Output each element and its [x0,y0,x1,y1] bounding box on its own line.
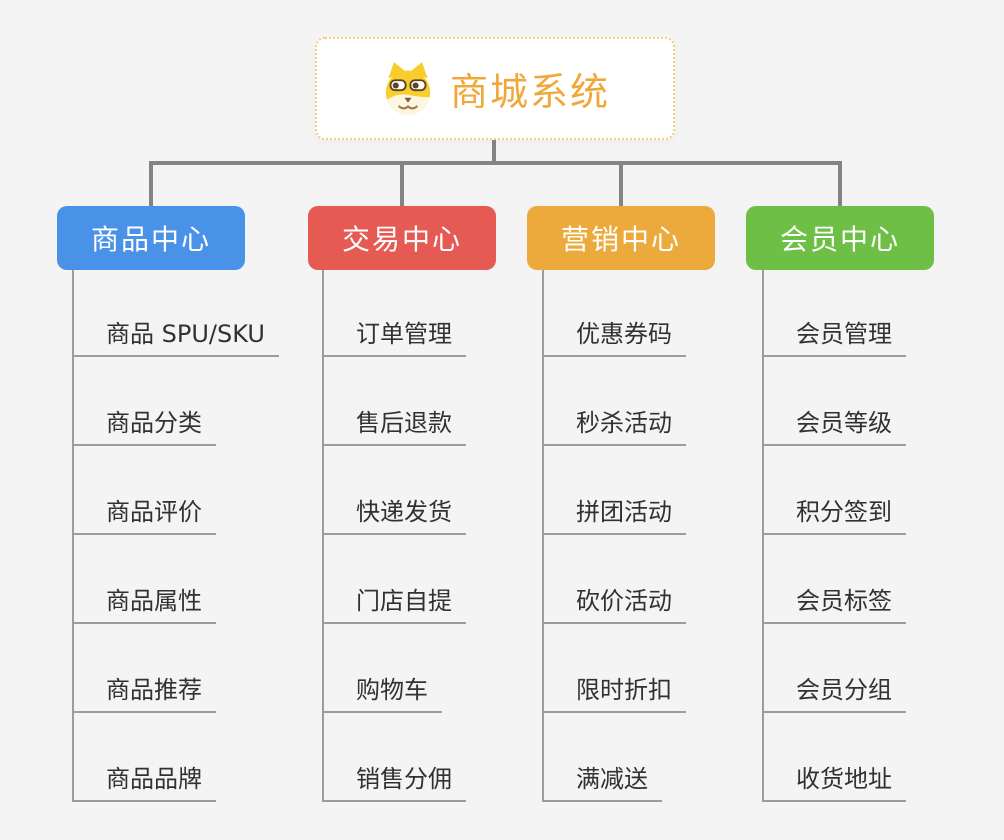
branch-label: 交易中心 [341,223,462,256]
branch-label: 商品中心 [90,223,211,256]
topic-node[interactable]: 商品推荐 [72,676,216,713]
branch-spine-line [72,270,74,802]
topic-node[interactable]: 商品分类 [72,409,216,446]
topic-node[interactable]: 门店自提 [322,587,466,624]
topic-node[interactable]: 限时折扣 [542,676,686,713]
topic-node[interactable]: 商品品牌 [72,765,216,802]
root-title: 商城系统 [449,70,610,114]
topic-node[interactable]: 商品属性 [72,587,216,624]
topic-node[interactable]: 会员分组 [762,676,906,713]
topic-node[interactable]: 砍价活动 [542,587,686,624]
branch-trade-center[interactable]: 交易中心 [308,206,496,270]
topic-node[interactable]: 快递发货 [322,498,466,535]
topic-node[interactable]: 满减送 [542,765,662,802]
topic-node[interactable]: 会员管理 [762,320,906,357]
topic-node[interactable]: 秒杀活动 [542,409,686,446]
topic-node[interactable]: 售后退款 [322,409,466,446]
branch-label: 会员中心 [779,223,900,256]
branch-spine-line [542,270,544,802]
topic-node[interactable]: 拼团活动 [542,498,686,535]
root-node[interactable]: 商城系统 [315,37,675,140]
topic-node[interactable]: 优惠券码 [542,320,686,357]
topic-node[interactable]: 积分签到 [762,498,906,535]
connector-horizontal-line [149,161,842,165]
topic-node[interactable]: 会员标签 [762,587,906,624]
topic-node[interactable]: 收货地址 [762,765,906,802]
topic-node[interactable]: 商品 SPU/SKU [72,320,279,357]
topic-node[interactable]: 购物车 [322,676,442,713]
shiba-dog-icon [385,61,431,115]
connector-drop-line [149,163,153,206]
branch-spine-line [762,270,764,802]
connector-drop-line [619,163,623,206]
branch-spine-line [322,270,324,802]
connector-root-stub [492,139,496,163]
branch-member-center[interactable]: 会员中心 [746,206,934,270]
branch-product-center[interactable]: 商品中心 [57,206,245,270]
topic-node[interactable]: 商品评价 [72,498,216,535]
topic-node[interactable]: 销售分佣 [322,765,466,802]
topic-node[interactable]: 订单管理 [322,320,466,357]
connector-drop-line [838,163,842,206]
topic-node[interactable]: 会员等级 [762,409,906,446]
connector-drop-line [400,163,404,206]
branch-label: 营销中心 [560,223,681,256]
branch-marketing-center[interactable]: 营销中心 [527,206,715,270]
